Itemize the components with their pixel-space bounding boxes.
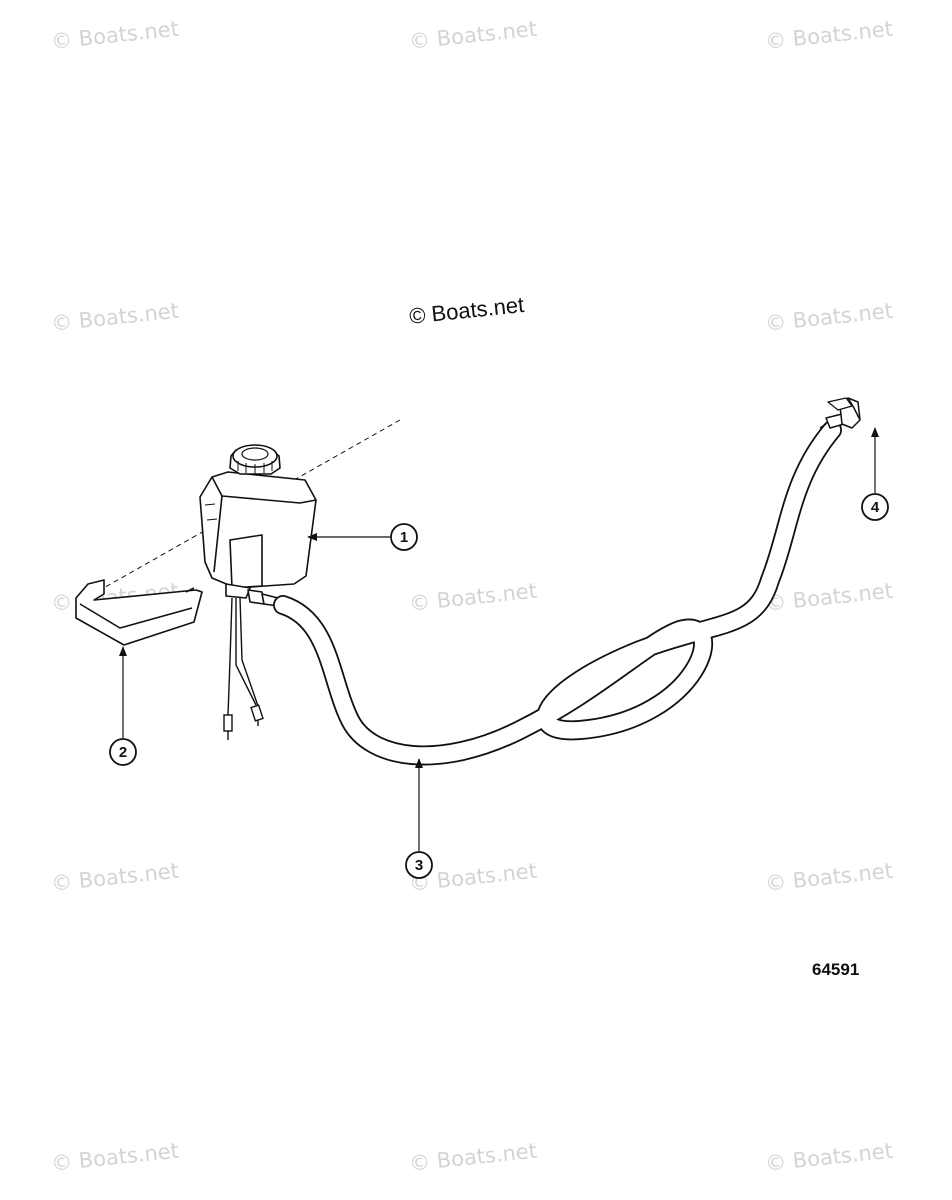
callout-label: 3 [415, 857, 423, 874]
callout-1: 1 [390, 523, 418, 551]
leader-lines [119, 427, 879, 851]
callout-label: 1 [400, 529, 408, 546]
callout-label: 2 [119, 744, 127, 761]
hose-connector [819, 397, 861, 429]
diagram-number: 64591 [812, 960, 860, 979]
retaining-strap [75, 579, 203, 646]
tank-wire-leads [223, 597, 264, 740]
callout-4: 4 [861, 493, 889, 521]
callout-3: 3 [405, 851, 433, 879]
reservoir-tank [199, 444, 317, 607]
callout-2: 2 [109, 738, 137, 766]
fluid-hose [273, 420, 842, 766]
callout-label: 4 [871, 499, 880, 516]
